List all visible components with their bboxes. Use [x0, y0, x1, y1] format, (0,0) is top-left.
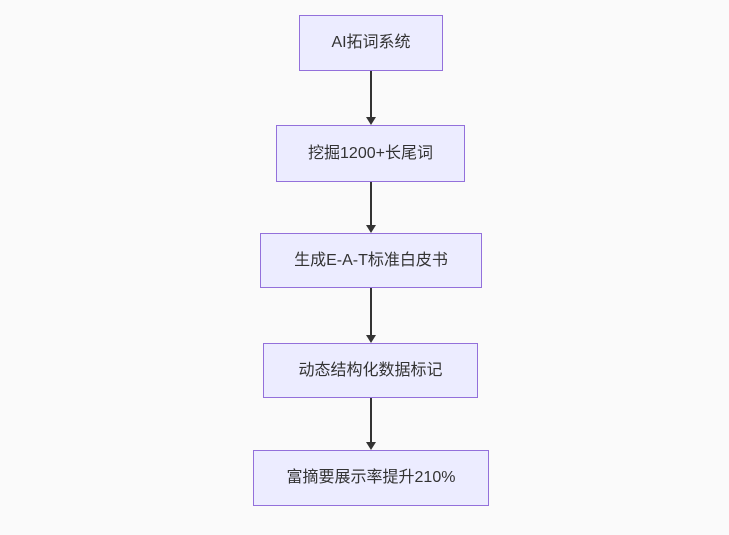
flowchart-node-rich-snippet-rate: 富摘要展示率提升210%: [253, 450, 489, 506]
arrow-head-icon: [366, 117, 376, 125]
node-label: 挖掘1200+长尾词: [308, 144, 433, 162]
flow-arrow-1: [365, 71, 377, 125]
node-label: 动态结构化数据标记: [298, 361, 443, 379]
flowchart-node-eat-whitepaper: 生成E-A-T标准白皮书: [260, 233, 482, 288]
node-label: AI拓词系统: [331, 34, 411, 52]
flow-arrow-3: [365, 288, 377, 343]
arrow-line: [370, 71, 372, 118]
flowchart-node-structured-data: 动态结构化数据标记: [263, 343, 478, 398]
node-label: 富摘要展示率提升210%: [286, 469, 456, 487]
arrow-head-icon: [366, 335, 376, 343]
flowchart-node-ai-expansion: AI拓词系统: [299, 15, 443, 71]
arrow-line: [370, 288, 372, 336]
node-label: 生成E-A-T标准白皮书: [294, 251, 448, 269]
arrow-line: [370, 182, 372, 226]
flowchart-node-longtail-mining: 挖掘1200+长尾词: [276, 125, 465, 182]
flow-arrow-4: [365, 398, 377, 450]
arrow-line: [370, 398, 372, 443]
flow-arrow-2: [365, 182, 377, 233]
arrow-head-icon: [366, 442, 376, 450]
arrow-head-icon: [366, 225, 376, 233]
